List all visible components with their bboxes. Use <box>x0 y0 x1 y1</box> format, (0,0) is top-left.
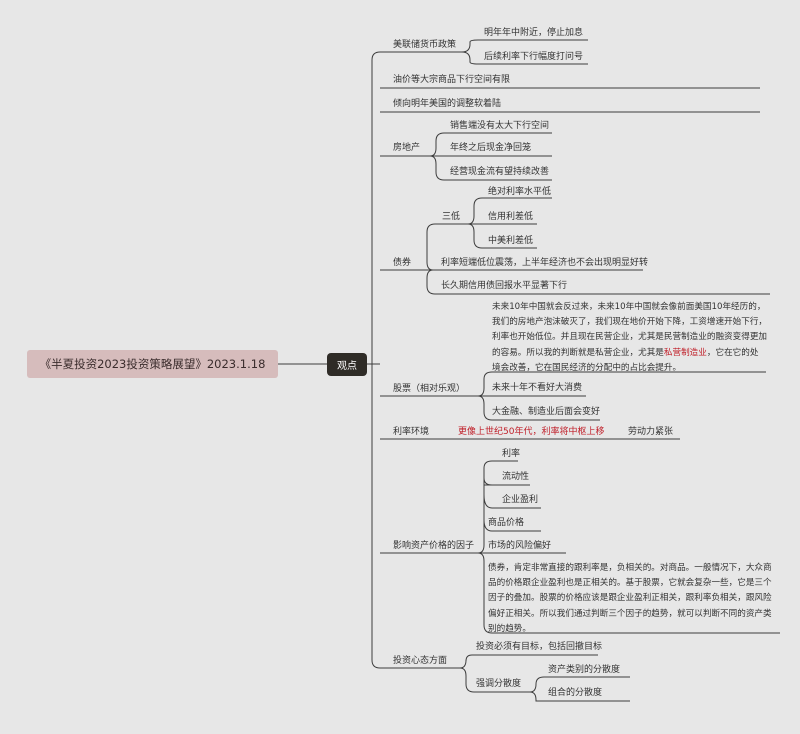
topic-property[interactable]: 房地产 <box>393 143 421 153</box>
topic-fed-item-1[interactable]: 明年年中附近，停止加息 <box>484 28 584 38</box>
topic-bond-short-term[interactable]: 利率短端低位震荡，上半年经济也不会出现明显好转 <box>441 258 649 268</box>
topic-rate-env[interactable]: 利率环境 <box>393 427 430 437</box>
topic-stock-note[interactable]: 未来10年中国就会反过来，未来10年中国就会像前面美国10年经历的，我们的房地产… <box>492 300 767 376</box>
topic-oil[interactable]: 油价等大宗商品下行空间有限 <box>393 75 511 85</box>
topic-property-item-1[interactable]: 销售端没有太大下行空间 <box>450 121 550 131</box>
topic-factor-commodity[interactable]: 商品价格 <box>488 518 525 528</box>
topic-three-low-item-1[interactable]: 绝对利率水平低 <box>488 187 552 197</box>
topic-bond[interactable]: 债券 <box>393 258 412 268</box>
topic-property-item-2[interactable]: 年终之后现金净回笼 <box>450 143 532 153</box>
topic-three-low[interactable]: 三低 <box>442 212 461 222</box>
topic-stock-item-2[interactable]: 大金融、制造业后面会变好 <box>492 407 601 417</box>
topic-bond-long-term[interactable]: 长久期信用债回报水平显著下行 <box>441 281 568 291</box>
stock-note-text-a: 未来10年中国就会反过来，未来10年中国就会像前面美国10年经历的，我们的房地产… <box>492 302 768 358</box>
topic-stock-item-1[interactable]: 未来十年不看好大消费 <box>492 383 583 393</box>
topic-diversify-asset-class[interactable]: 资产类别的分散度 <box>548 665 621 675</box>
topic-fed-item-2[interactable]: 后续利率下行幅度打问号 <box>484 52 584 62</box>
topic-property-item-3[interactable]: 经营现金流有望持续改善 <box>450 167 550 177</box>
topic-mindset[interactable]: 投资心态方面 <box>393 656 448 666</box>
stock-note-text-b: ，它在它的处境会改善，它在国民经济的分配中的占比会提升。 <box>492 347 759 373</box>
topic-stock[interactable]: 股票（相对乐观） <box>393 384 466 394</box>
topic-mindset-diversify[interactable]: 强调分散度 <box>476 679 522 689</box>
hub-topic[interactable]: 观点 <box>327 353 367 376</box>
topic-us-adjust[interactable]: 倾向明年美国的调整软着陆 <box>393 99 502 109</box>
topic-three-low-item-2[interactable]: 信用利差低 <box>488 212 534 222</box>
topic-factors[interactable]: 影响资产价格的因子 <box>393 541 475 551</box>
topic-mindset-goal[interactable]: 投资必须有目标，包括回撤目标 <box>476 642 603 652</box>
topic-factor-rate[interactable]: 利率 <box>502 449 521 459</box>
topic-rate-env-highlight[interactable]: 更像上世纪50年代，利率将中枢上移 <box>458 427 605 437</box>
topic-three-low-item-3[interactable]: 中美利差低 <box>488 236 534 246</box>
stock-note-highlight: 私营制造业 <box>663 347 707 358</box>
root-topic[interactable]: 《半夏投资2023投资策略展望》2023.1.18 <box>27 350 278 378</box>
topic-factors-note[interactable]: 债券，肯定非常直接的跟利率是，负相关的。对商品。一般情况下，大众商品的价格跟企业… <box>488 563 772 634</box>
topic-fed-policy[interactable]: 美联储货币政策 <box>393 40 457 50</box>
topic-factor-risk-appetite[interactable]: 市场的风险偏好 <box>488 541 552 551</box>
topic-rate-env-note[interactable]: 劳动力紧张 <box>628 427 674 437</box>
topic-factor-liquidity[interactable]: 流动性 <box>502 472 530 482</box>
topic-diversify-portfolio[interactable]: 组合的分散度 <box>548 688 603 698</box>
topic-factor-earnings[interactable]: 企业盈利 <box>502 495 539 505</box>
